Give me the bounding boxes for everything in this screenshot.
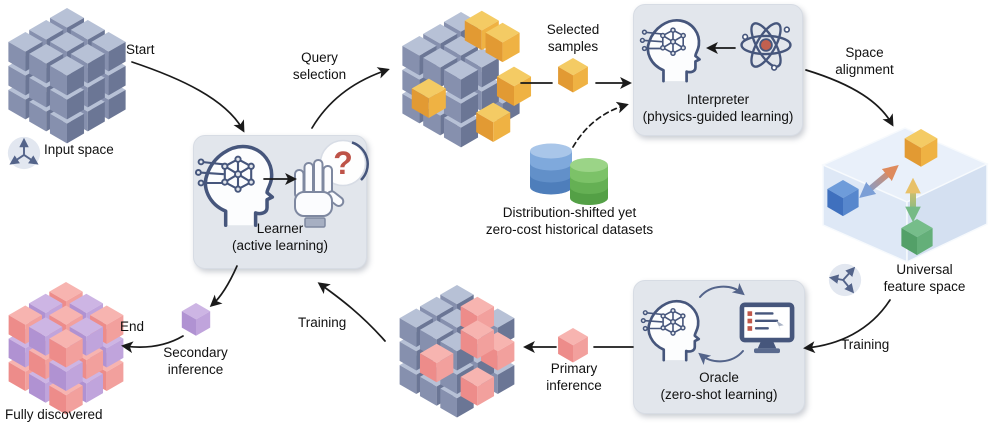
end-label: End: [120, 319, 145, 334]
primary-cube: [399, 285, 515, 418]
universal-feature-space-label: Universal feature space: [862, 262, 987, 295]
primary-inference-line2: inference: [546, 377, 602, 393]
selected-sample-cube: [558, 58, 588, 93]
input-space-label: Input space: [44, 142, 114, 157]
query-selection-line2: selection: [292, 66, 347, 82]
learner-brain-head-icon: [194, 137, 282, 229]
secondary-inference-label: Secondary inference: [143, 345, 248, 378]
learner-subtitle: (active learning): [231, 238, 329, 253]
query-selection-label: Query selection: [272, 50, 367, 83]
input-cube: [8, 8, 126, 144]
discovered-cube: [8, 282, 124, 415]
learner-secondary-arrow: [209, 265, 238, 307]
interpreter-title: Interpreter: [686, 92, 750, 107]
datasets-label: Distribution-shifted yet zero-cost histo…: [452, 205, 687, 238]
space-alignment-line1: Space: [845, 45, 884, 60]
datasets-line2: zero-cost historical datasets: [485, 221, 654, 237]
universal-feature-space-cube: [821, 127, 989, 264]
primary-inference-label: Primary inference: [533, 361, 615, 394]
atom-icon: [740, 22, 792, 71]
interpreter-brain-head-icon: [639, 13, 707, 84]
universal-line1: Universal: [896, 262, 953, 277]
fully-discovered-label: Fully discovered: [5, 407, 103, 422]
training-left-label: Training: [298, 315, 347, 330]
selected-samples-line1: Selected: [546, 22, 600, 37]
secondary-inference-line2: inference: [167, 361, 224, 377]
learner-title: Learner: [256, 221, 304, 236]
green-database-icon: [570, 158, 608, 205]
input-axis-icon: [7, 136, 41, 170]
selected-samples-label: Selected samples: [528, 22, 618, 55]
datasets-cylinders-icon: [530, 143, 608, 205]
space-alignment-arrow: [805, 69, 894, 127]
secondary-inference-line1: Secondary: [163, 345, 228, 360]
start-label: Start: [126, 42, 155, 57]
space-alignment-label: Space alignment: [822, 45, 907, 78]
query-cube: [402, 10, 532, 148]
universal-line2: feature space: [883, 278, 966, 294]
secondary-sample-cube: [181, 303, 211, 336]
datasets-line1: Distribution-shifted yet: [502, 205, 637, 220]
selected-samples-line2: samples: [547, 38, 599, 54]
primary-inference-line1: Primary: [550, 361, 598, 376]
oracle-box: Oracle (zero-shot learning): [633, 280, 805, 414]
question-mark: ?: [333, 145, 353, 181]
interpreter-subtitle: (physics-guided learning): [642, 109, 794, 124]
universal-axis-icon: [828, 263, 862, 297]
oracle-brain-head-icon: [640, 294, 706, 363]
training-right-label: Training: [841, 337, 890, 352]
space-alignment-line2: alignment: [835, 61, 894, 77]
oracle-subtitle: (zero-shot learning): [660, 387, 778, 402]
start-arrow: [131, 61, 245, 133]
blue-database-icon: [530, 143, 572, 195]
oracle-title: Oracle: [699, 370, 739, 385]
primary-sample-cube: [558, 328, 588, 363]
query-selection-line1: Query: [301, 50, 338, 65]
hand-question-icon: ?: [294, 139, 369, 228]
monitor-icon: [739, 302, 795, 354]
training-left-arrow: [317, 282, 386, 342]
